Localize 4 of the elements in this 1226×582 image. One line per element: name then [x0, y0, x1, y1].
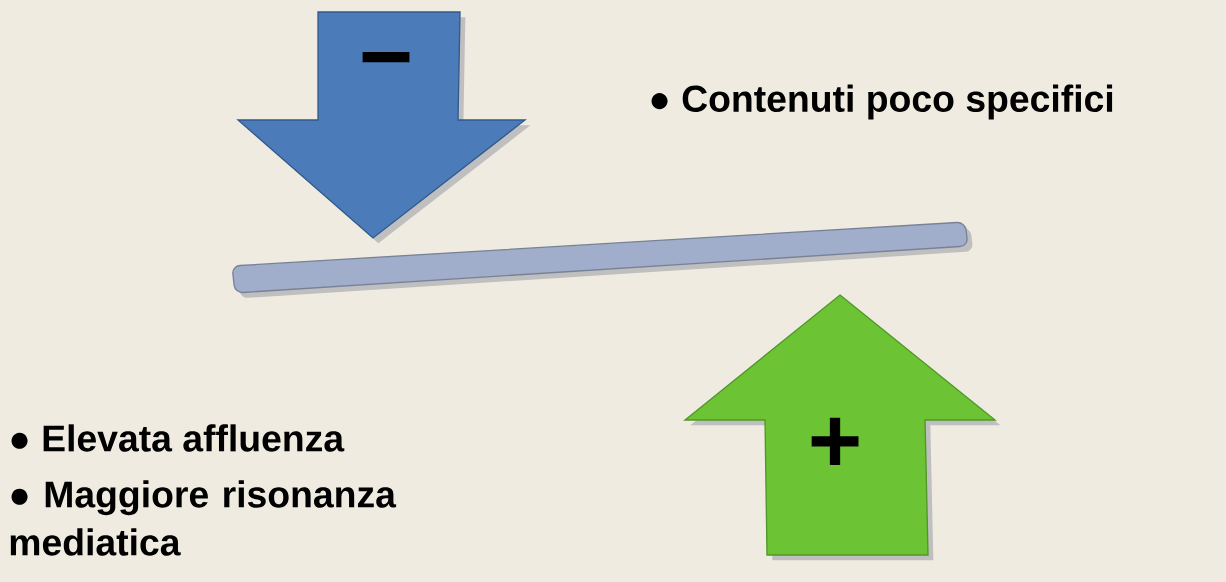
bar [232, 221, 973, 298]
bullet-text: ● Maggiore risonanza mediatica [10, 480, 397, 556]
bullet-text: ● Elevata affluenza [11, 424, 345, 452]
bullet-text: ● Contenuti poco specifici [651, 84, 1113, 120]
